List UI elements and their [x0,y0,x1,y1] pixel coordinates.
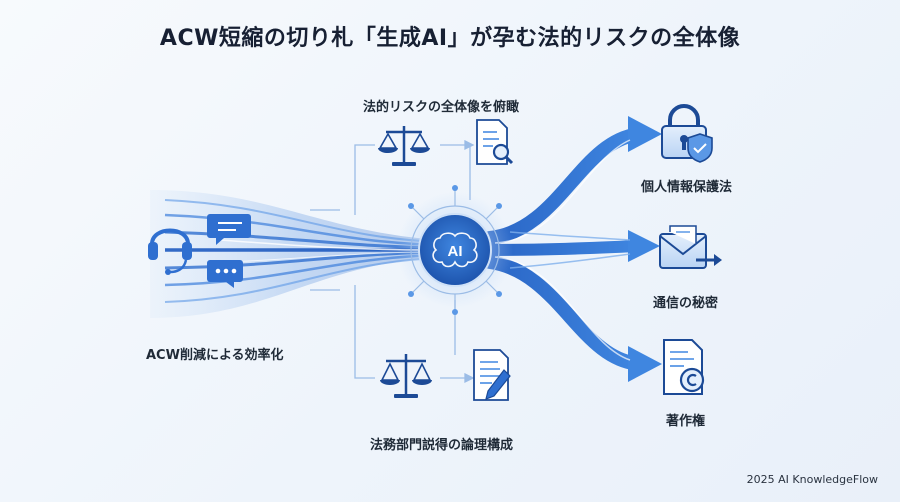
headset-icon [148,228,192,275]
top-label: 法的リスクの全体像を俯瞰 [363,100,520,115]
scales-icon [378,126,430,166]
document-search-icon [476,119,514,165]
ai-label: AI [448,243,463,260]
copyright-document-icon [663,339,705,395]
right-item-privacy-label: 個人情報保護法 [641,180,733,195]
inflow-streams [150,190,441,318]
scales-icon [380,354,432,398]
chat-bubbles-icon [207,214,251,288]
right-item-copyright-label: 著作権 [666,414,706,429]
page-title: ACW短縮の切り札「生成AI」が孕む法的リスクの全体像 [159,26,741,51]
connector-lines [310,139,475,384]
outflow-arrows [483,116,662,382]
document-pen-icon [473,349,511,401]
footer-credit: 2025 AI KnowledgeFlow [746,473,878,486]
lock-shield-icon [661,104,713,163]
bottom-label: 法務部門説得の論理構成 [370,438,514,453]
envelope-arrow-icon [659,225,722,269]
left-label: ACW削減による効率化 [146,348,284,363]
right-item-communication-label: 通信の秘密 [653,296,719,311]
ai-hub: AI [397,185,513,315]
brain-icon [432,232,478,268]
